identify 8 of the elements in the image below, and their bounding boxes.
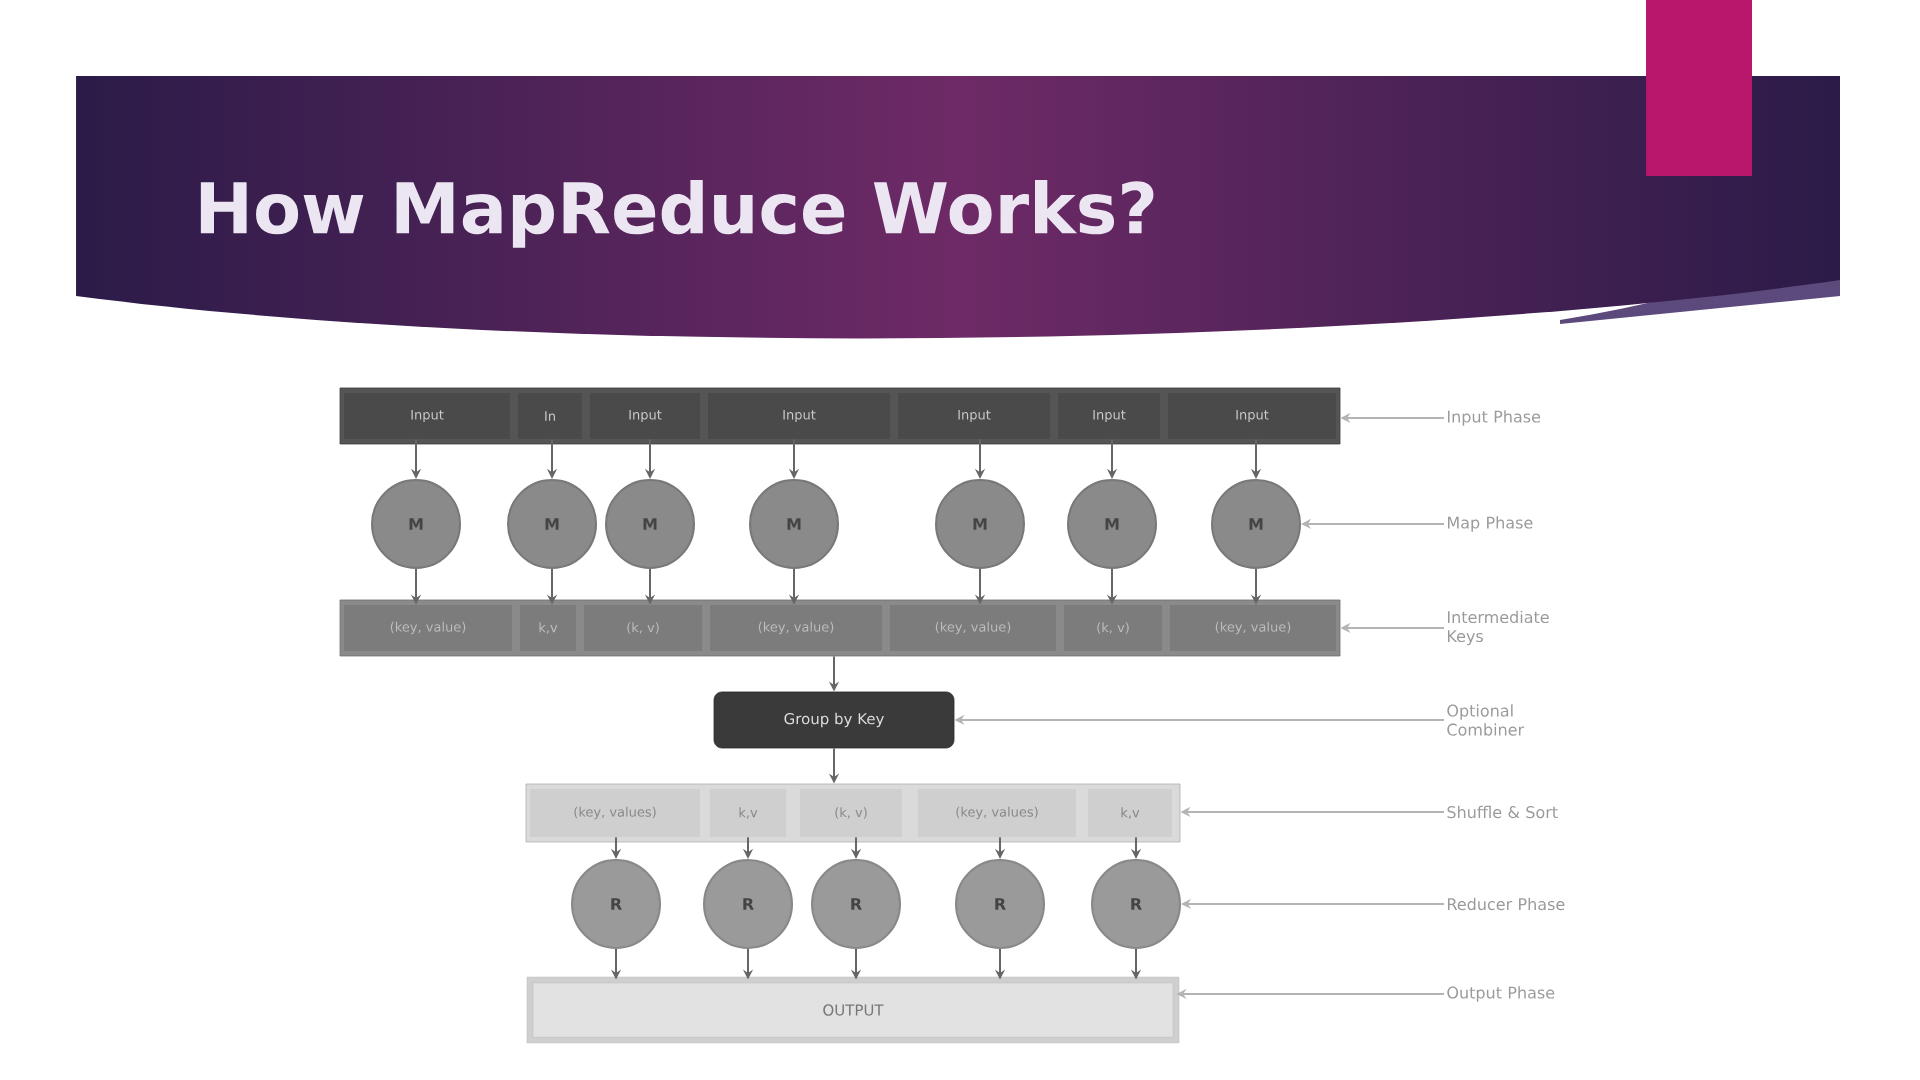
phase-label: Shuffle & Sort: [1447, 805, 1558, 819]
phase-label: Map Phase: [1448, 516, 1533, 532]
phase-label: Output Phase: [1447, 986, 1555, 1002]
phase-label: Input Phase: [1448, 410, 1541, 426]
phase-label: Reducer Phase: [1448, 897, 1565, 911]
phase-label: Intermediate Keys: [1448, 610, 1549, 646]
phase-label: Optional Combiner: [1447, 704, 1525, 736]
title: How MapReduce Works?: [200, 180, 1154, 248]
